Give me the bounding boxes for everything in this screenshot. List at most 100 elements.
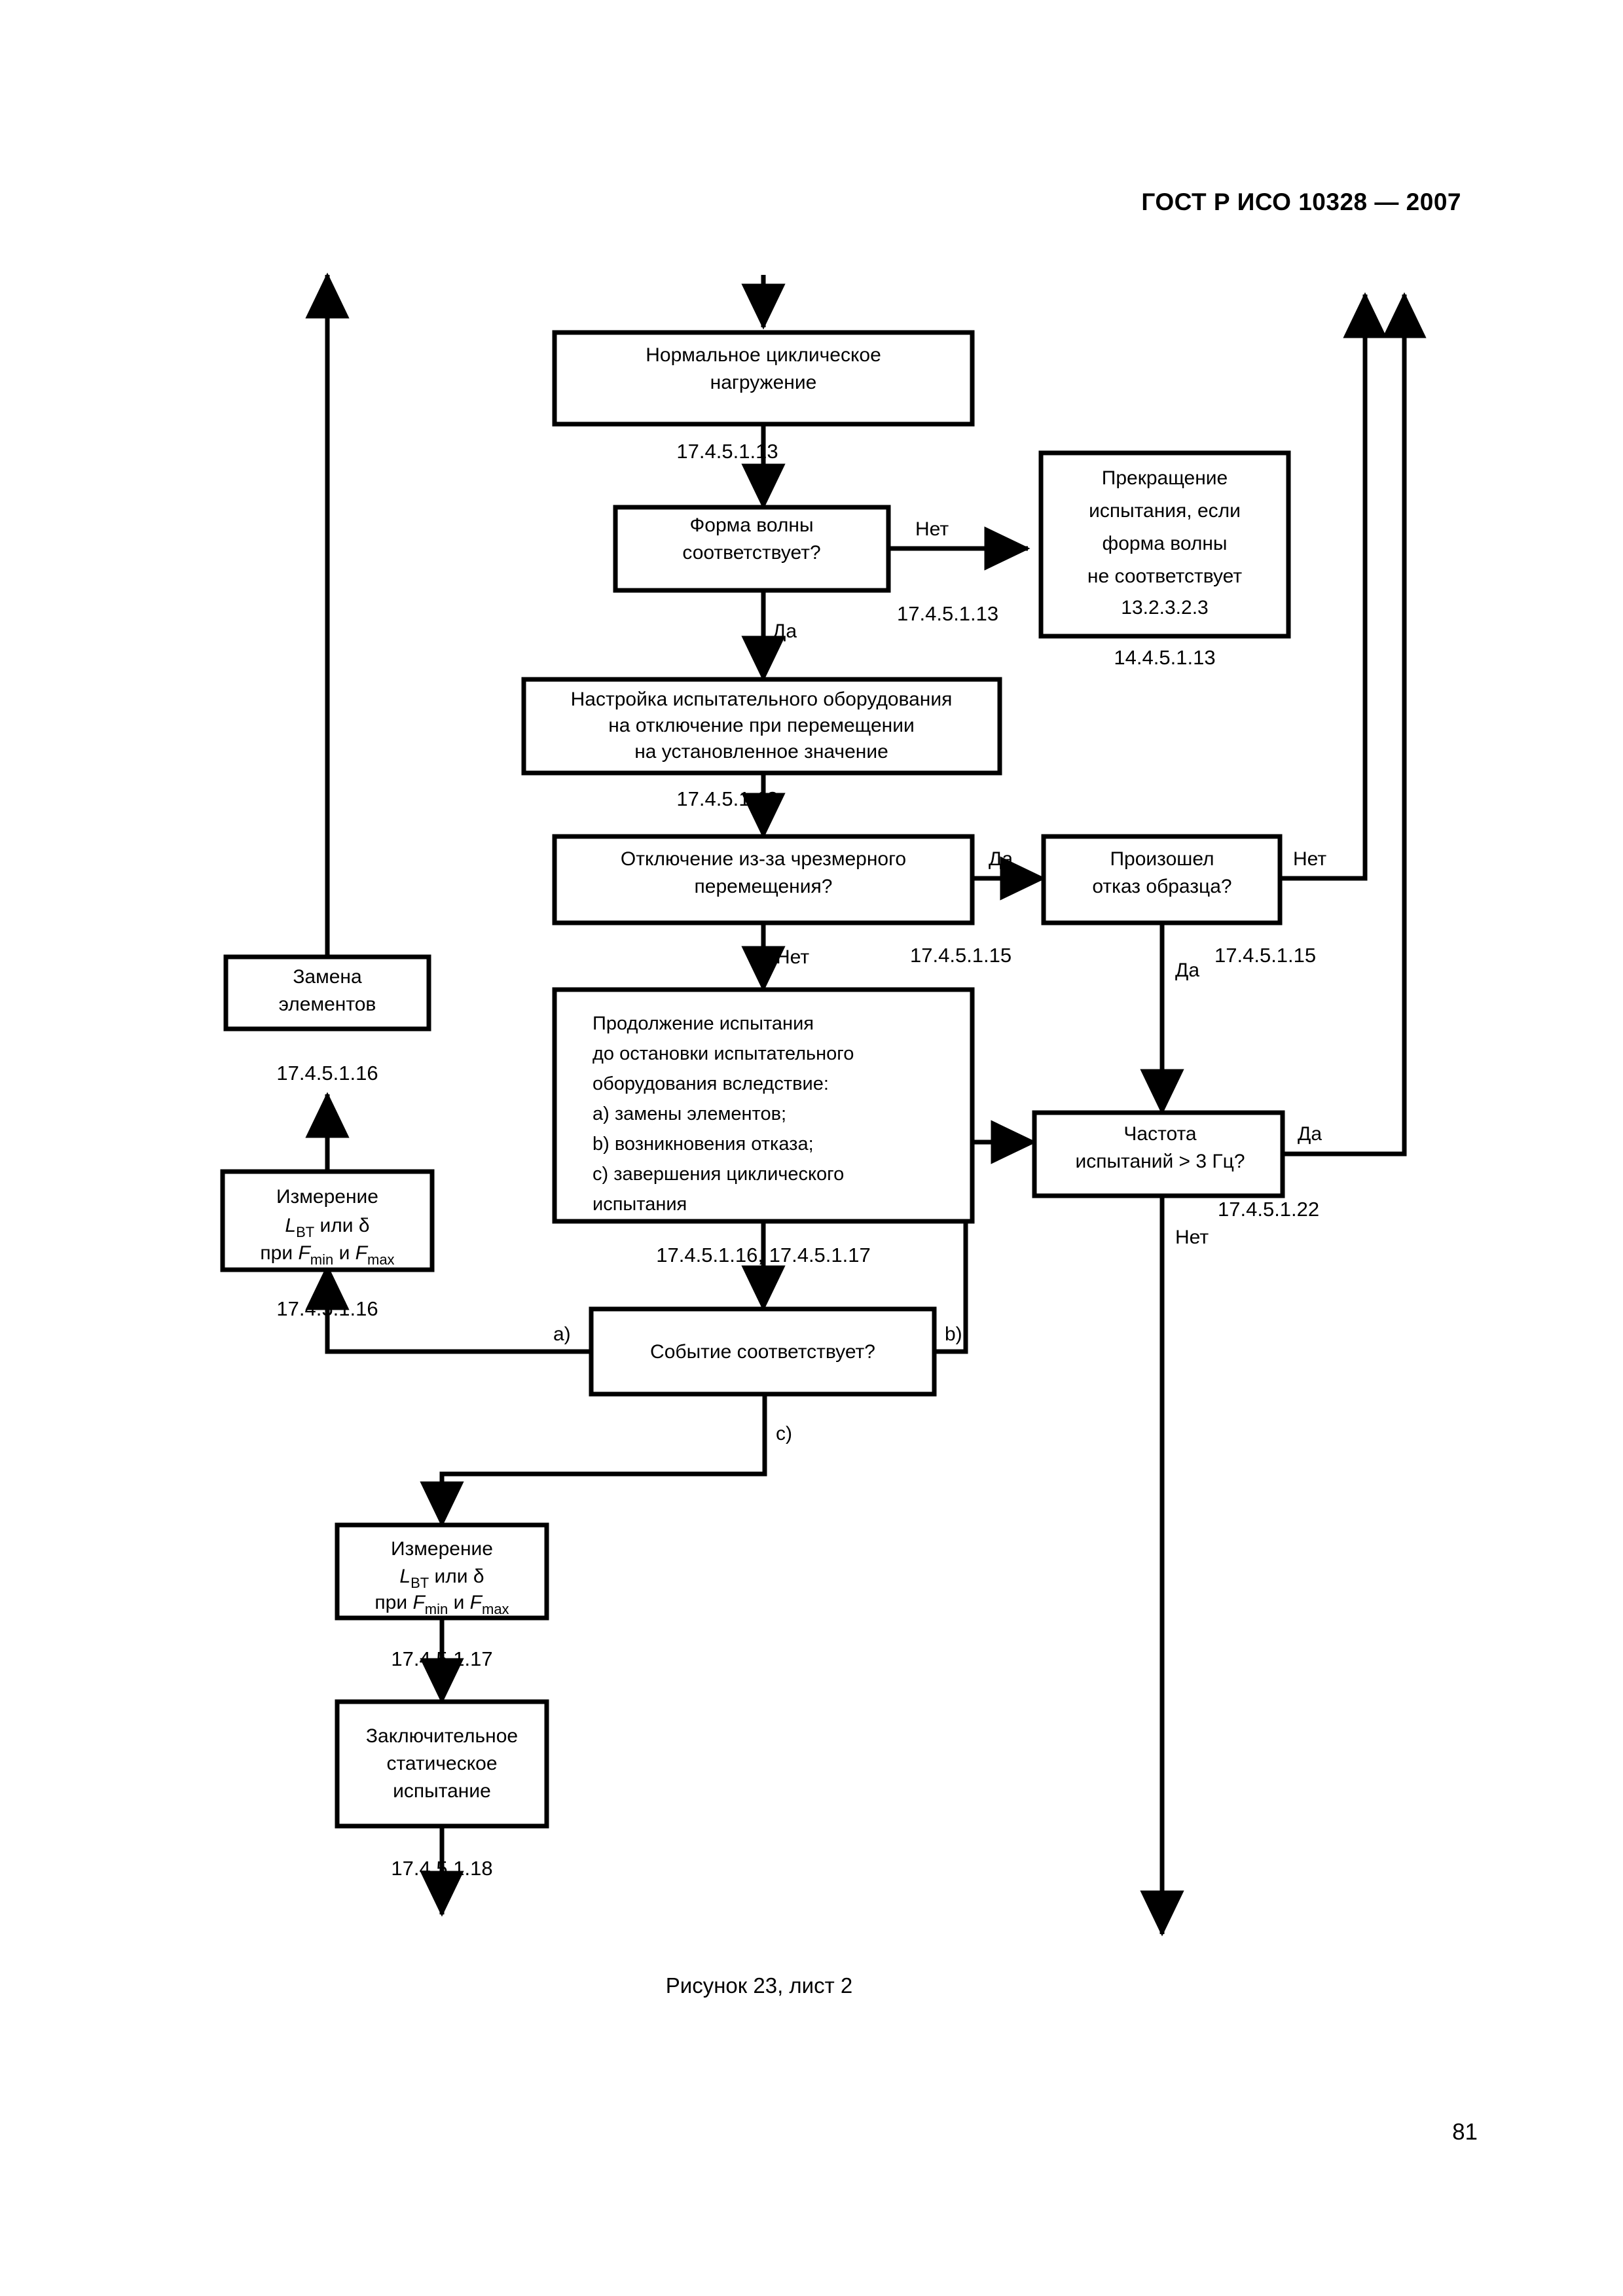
- node-continue-test-line-1: Продолжение испытания: [593, 1013, 814, 1034]
- node-normal-cyclic-loading[interactable]: [552, 330, 975, 427]
- node-shutdown-line-2: перемещения?: [695, 876, 833, 897]
- node-continue-test[interactable]: [552, 987, 975, 1224]
- node-waveform-ok-line-1: Форма волны: [689, 514, 813, 536]
- measure-upper-subscript-max: max: [367, 1251, 395, 1268]
- clause-after-final-static: 17.4.5.1.18: [391, 1857, 492, 1880]
- node-measure-upper[interactable]: [220, 1169, 435, 1272]
- node-measure-lower-line-3: при Fmin и Fmax: [374, 1592, 509, 1617]
- node-continue-test-line-7: испытания: [593, 1194, 687, 1215]
- node-stop-test-line-2: испытания, если: [1089, 500, 1241, 522]
- measure-lower-subscript-min: min: [425, 1601, 448, 1617]
- node-final-static-line-2: статическое: [386, 1753, 497, 1774]
- node-test-frequency-line-1: Частота: [1123, 1123, 1197, 1145]
- node-setup-equipment[interactable]: [521, 677, 1002, 776]
- edge-event-c-to-measure-lower: [420, 1394, 767, 1528]
- measure-lower-pri: при: [374, 1592, 412, 1613]
- edge-event-b-to-frequency: [934, 1120, 1037, 1354]
- clause-after-setup: 17.4.5.1.13: [676, 787, 778, 810]
- node-specimen-failure-line-1: Произошел: [1110, 848, 1214, 870]
- clause-under-frequency: 17.4.5.1.22: [1218, 1198, 1319, 1221]
- clause-after-normal-loading: 17.4.5.1.13: [676, 440, 778, 463]
- edge-label-event-c: c): [776, 1423, 792, 1444]
- node-specimen-failure-line-2: отказ образца?: [1092, 876, 1231, 897]
- node-setup-line-1: Настройка испытательного оборудования: [571, 689, 953, 710]
- clause-above-replace: 17.4.5.1.16: [276, 1062, 378, 1085]
- edge-label-failure-no: Нет: [1293, 848, 1326, 870]
- measure-lower-symbol-F1: F: [412, 1592, 426, 1613]
- node-final-static-line-1: Заключительное: [366, 1725, 518, 1747]
- node-measure-lower-line-2: LBT или δ: [399, 1566, 484, 1591]
- node-continue-test-line-2: до остановки испытательного: [593, 1043, 854, 1064]
- node-replace-components[interactable]: [223, 954, 431, 1031]
- node-specimen-failure[interactable]: [1041, 834, 1283, 925]
- edge-label-frequency-no: Нет: [1175, 1227, 1209, 1248]
- node-stop-test-line-1: Прекращение: [1102, 467, 1228, 489]
- clause-under-stop-test: 14.4.5.1.13: [1114, 646, 1215, 669]
- measure-upper-and: и: [333, 1242, 355, 1264]
- node-measure-upper-line-1: Измерение: [276, 1186, 378, 1208]
- edge-label-event-b: b): [945, 1323, 962, 1345]
- clause-after-measure-lower: 17.4.5.1.17: [391, 1647, 492, 1670]
- node-continue-test-line-6: c) завершения циклического: [593, 1164, 844, 1185]
- edge-frequency-yes-up: [1283, 292, 1427, 1157]
- node-continue-test-line-4: a) замены элементов;: [593, 1103, 786, 1124]
- clause-into-event: 17.4.5.1.16, 17.4.5.1.17: [656, 1244, 871, 1266]
- node-event-matches[interactable]: [589, 1306, 937, 1397]
- node-stop-test-line-4: не соответствует: [1087, 565, 1242, 587]
- node-continue-test-line-3: оборудования вследствие:: [593, 1073, 829, 1094]
- node-test-frequency-line-2: испытаний > 3 Гц?: [1075, 1151, 1245, 1172]
- page-number: 81: [1452, 2119, 1478, 2145]
- edge-failure-no-up: [1280, 292, 1387, 881]
- edge-label-waveform-no: Нет: [915, 518, 949, 540]
- measure-upper-or-delta: или δ: [314, 1215, 369, 1236]
- measure-upper-subscript-min: min: [310, 1251, 333, 1268]
- node-setup-line-3: на установленное значение: [634, 741, 888, 762]
- node-final-static-test[interactable]: [335, 1699, 549, 1829]
- standard-header: ГОСТ Р ИСО 10328 — 2007: [1141, 188, 1461, 215]
- edge-label-event-a: a): [553, 1323, 571, 1345]
- measure-lower-symbol-L: L: [399, 1566, 410, 1587]
- measure-upper-symbol-F2: F: [356, 1242, 369, 1264]
- measure-lower-symbol-F2: F: [470, 1592, 483, 1613]
- node-shutdown-line-1: Отключение из-за чрезмерного: [621, 848, 906, 870]
- node-stop-test-line-5: 13.2.3.2.3: [1121, 597, 1208, 619]
- edge-label-frequency-yes: Да: [1298, 1123, 1322, 1145]
- figure-caption: Рисунок 23, лист 2: [0, 1973, 1623, 1998]
- edge-label-shutdown-no: Нет: [776, 946, 809, 968]
- node-stop-test-waveform[interactable]: [1038, 450, 1291, 639]
- clause-under-shutdown: 17.4.5.1.15: [910, 944, 1012, 967]
- node-waveform-ok-line-2: соответствует?: [682, 542, 820, 564]
- edge-label-failure-yes: Да: [1175, 960, 1199, 981]
- node-replace-components-line-1: Замена: [293, 966, 362, 988]
- clause-under-specimen-failure: 17.4.5.1.15: [1214, 944, 1316, 967]
- clause-below-measure-upper: 17.4.5.1.16: [276, 1297, 378, 1320]
- node-measure-lower-line-1: Измерение: [391, 1538, 493, 1560]
- node-replace-components-line-2: элементов: [279, 994, 376, 1015]
- figure-caption-text: Рисунок 23, лист 2: [665, 1973, 853, 1998]
- node-shutdown-excess-displacement[interactable]: [552, 834, 975, 925]
- node-event-matches-label: Событие соответствует?: [650, 1341, 875, 1363]
- measure-upper-pri: при: [260, 1242, 298, 1264]
- measure-upper-subscript-BT: BT: [296, 1224, 314, 1240]
- node-waveform-ok[interactable]: [613, 505, 891, 593]
- measure-upper-symbol-L: L: [285, 1215, 296, 1236]
- node-test-frequency[interactable]: [1032, 1110, 1285, 1198]
- node-continue-test-line-5: b) возникновения отказа;: [593, 1134, 814, 1155]
- node-measure-lower[interactable]: [335, 1522, 549, 1621]
- measure-upper-symbol-F1: F: [298, 1242, 311, 1264]
- node-setup-line-2: на отключение при перемещении: [608, 715, 915, 736]
- node-measure-upper-line-2: LBT или δ: [285, 1215, 369, 1240]
- node-normal-cyclic-loading-line-1: Нормальное циклическое: [646, 344, 881, 366]
- node-measure-upper-line-3: при Fmin и Fmax: [260, 1242, 394, 1268]
- measure-lower-subscript-max: max: [482, 1601, 509, 1617]
- clause-after-waveform: 17.4.5.1.13: [897, 602, 998, 625]
- node-normal-cyclic-loading-line-2: нагружение: [710, 372, 817, 393]
- measure-lower-subscript-BT: BT: [410, 1575, 429, 1591]
- edge-label-shutdown-yes: Да: [989, 848, 1013, 870]
- node-final-static-line-3: испытание: [393, 1780, 491, 1802]
- measure-lower-or-delta: или δ: [429, 1566, 484, 1587]
- node-stop-test-line-3: форма волны: [1103, 533, 1228, 554]
- measure-lower-and: и: [448, 1592, 469, 1613]
- edge-event-a-to-measure-upper: [305, 1264, 591, 1354]
